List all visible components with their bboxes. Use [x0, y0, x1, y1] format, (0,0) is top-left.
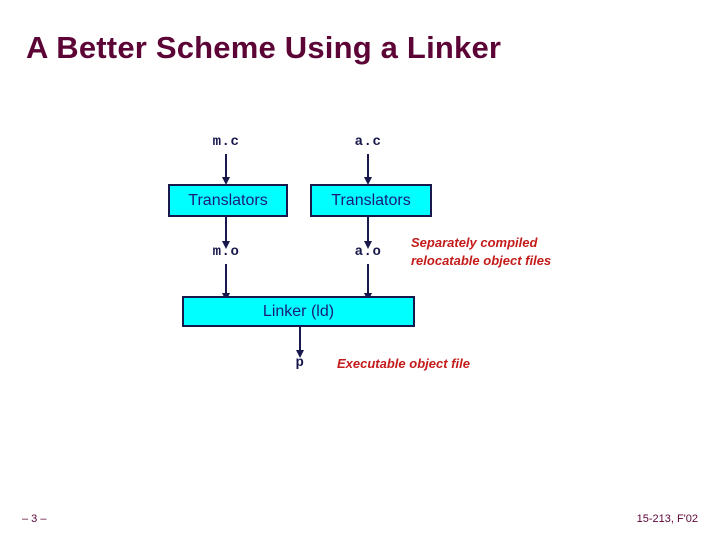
arrow-mo-to-linker — [222, 264, 230, 301]
executable-label-p: p — [295, 355, 305, 371]
arrow-translators-to-mo — [222, 217, 230, 249]
slide-number: – 3 – — [22, 513, 47, 525]
annotation-executable-object-file: Executable object file — [337, 356, 470, 371]
source-file-label-ac: a.c — [354, 134, 382, 150]
arrow-ao-to-linker — [364, 264, 372, 301]
object-file-label-mo: m.o — [212, 244, 240, 260]
object-file-label-ao: a.o — [354, 244, 382, 260]
arrow-translators-to-ao — [364, 217, 372, 249]
arrow-mc-to-translators — [222, 154, 230, 185]
linker-box[interactable]: Linker (ld) — [182, 296, 415, 327]
translators-box-right[interactable]: Translators — [310, 184, 432, 217]
source-file-label-mc: m.c — [212, 134, 240, 150]
arrow-linker-to-executable — [296, 327, 304, 358]
course-term-label: 15-213, F'02 — [636, 513, 698, 525]
translators-box-left[interactable]: Translators — [168, 184, 288, 217]
page-title: A Better Scheme Using a Linker — [26, 30, 502, 65]
annotation-relocatable-object-files: Separately compiled relocatable object f… — [411, 235, 552, 268]
arrow-ac-to-translators — [364, 154, 372, 185]
